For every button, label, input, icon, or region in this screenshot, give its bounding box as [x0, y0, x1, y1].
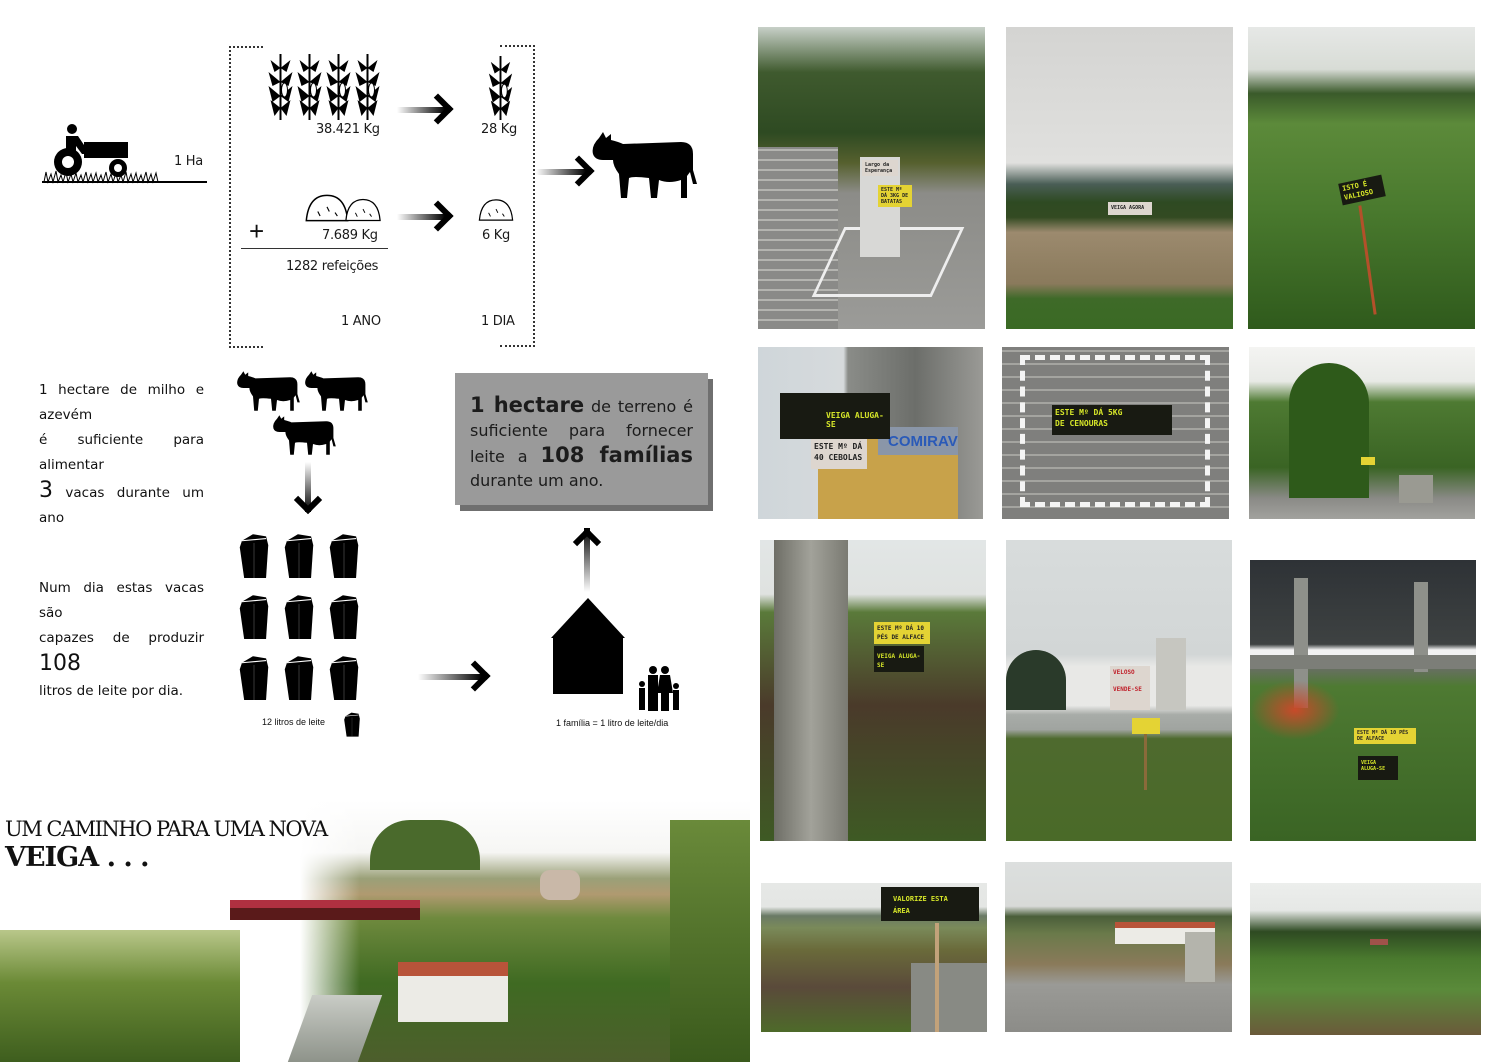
arrow-down-icon	[293, 462, 323, 515]
corn-year-icon	[268, 54, 380, 120]
photo-sidewalk-sign: Largo da Esperança ESTE Mº DÁ 3KG DE BAT…	[758, 27, 985, 329]
milk-text-line3: litros de leite por dia.	[39, 683, 184, 699]
photo-machine-veiga-aluga-se: COMIRAV VEIGA ALUGA-SE ESTE Mº DÁ 40 CEB…	[758, 347, 983, 519]
corn-day-value: 28 Kg	[481, 122, 517, 137]
photo-meadow-valioso: ISTO É VALIOSO	[1248, 27, 1475, 329]
milk-text-line2: capazes de produzir 108	[39, 626, 204, 679]
milk-carton-icon	[326, 654, 362, 700]
photo-pavement-cenouras: ESTE Mº DÁ 5KG DE CENOURAS	[1002, 347, 1229, 519]
milk-carton-icon	[326, 532, 362, 578]
callout-text-1: de terreno é suficiente para fornecer le…	[470, 397, 693, 466]
callout-text-2: durante um ano.	[470, 471, 604, 490]
photo-overgrown-ruin	[1249, 347, 1475, 519]
milk-text-line2-start: capazes de produzir	[39, 630, 204, 646]
three-cows-icon	[235, 370, 375, 456]
area-label: 1 Ha	[174, 154, 203, 169]
photo-overgrown-field	[1250, 883, 1481, 1035]
milk-text-line1: Num dia estas vacas são	[39, 580, 204, 621]
milk-carton-icon	[281, 532, 317, 578]
cow-icon	[589, 130, 699, 205]
title-line1: UM CAMINHO PARA UMA NOVA	[5, 817, 328, 841]
day-bracket	[500, 45, 535, 347]
arrow-right-icon	[397, 214, 445, 220]
year-bracket	[229, 46, 263, 348]
sign-valorize-esta-area: VALORIZE ESTA ÁREA	[881, 887, 979, 921]
sign-alface: ESTE Mº DÁ 10 PÉS DE ALFACE	[874, 622, 930, 644]
sign-veloso-text: VELOSO	[1113, 669, 1135, 676]
milk-cartons-grid	[236, 532, 368, 700]
callout-bold-families: 108 famílias	[540, 443, 693, 467]
cows-text-line2: é suficiente para alimentar	[39, 432, 204, 473]
family-icon	[636, 664, 682, 717]
milk-carton-icon	[326, 593, 362, 639]
corn-year-value: 38.421 Kg	[316, 122, 380, 137]
family-legend: 1 família = 1 litro de leite/dia	[556, 718, 669, 728]
hay-year-value: 7.689 Kg	[322, 228, 378, 243]
house-icon	[551, 598, 625, 694]
veiga-panorama-photo	[0, 800, 750, 1062]
sign-veiga-aluga-se-3: VEIGA ALUGA-SE	[1358, 756, 1398, 780]
milk-carton-icon	[236, 654, 272, 700]
milk-number: 108	[39, 651, 81, 676]
wall-lettering: COMIRAV	[888, 433, 958, 450]
sign-veiga-agora: VEIGA AGORA	[1108, 202, 1152, 215]
hay-day-icon	[476, 198, 516, 227]
cows-text-line3: 3 vacas durante um ano	[39, 478, 204, 531]
sign-largo: Largo da Esperança	[862, 160, 898, 176]
sign-veiga-aluga-se: VEIGA ALUGA-SE	[780, 393, 890, 439]
sign-alface-2: ESTE Mº DÁ 10 PÉS DE ALFACE	[1354, 728, 1416, 744]
cows-text-line3-rest: vacas durante um ano	[39, 485, 204, 526]
milk-carton-icon	[236, 593, 272, 639]
sign-vende-se-text: VENDE-SE	[1113, 686, 1142, 693]
arrow-up-icon	[572, 527, 602, 592]
title-line2: VEIGA . . .	[5, 842, 150, 873]
sign-veiga-aluga-se-2: VEIGA ALUGA-SE	[874, 646, 924, 672]
photo-field-valorize: VALORIZE ESTA ÁREA	[761, 883, 987, 1032]
period-year: 1 ANO	[341, 314, 381, 329]
sign-veloso: VELOSO VENDE-SE	[1110, 666, 1150, 710]
carton-legend: 12 litros de leite	[262, 717, 326, 727]
sign-isto-e-valioso: ISTO É VALIOSO	[1338, 174, 1386, 206]
tractor-icon	[42, 120, 207, 184]
photo-field-veiga-agora: VEIGA AGORA	[1006, 27, 1233, 329]
arrow-right-icon	[536, 169, 586, 175]
photo-house-vende-se: VELOSO VENDE-SE	[1006, 540, 1232, 841]
arrow-right-icon	[418, 674, 482, 680]
period-day: 1 DIA	[481, 314, 515, 329]
plus-sign: +	[249, 216, 265, 246]
sign-cebolas: ESTE Mº DÁ 40 CEBOLAS	[811, 439, 867, 469]
arrow-right-icon	[397, 107, 445, 113]
hay-day-value: 6 Kg	[482, 228, 510, 243]
cows-text: 1 hectare de milho e azevém é suficiente…	[39, 378, 204, 531]
cows-number: 3	[39, 478, 53, 503]
milk-carton-icon	[236, 532, 272, 578]
photo-shed-alface: ESTE Mº DÁ 10 PÉS DE ALFACE VEIGA ALUGA-…	[1250, 560, 1476, 841]
photo-vacant-lot	[1005, 862, 1232, 1032]
milk-carton-legend-icon	[343, 711, 361, 742]
hay-year-icon	[304, 193, 382, 228]
meals-value: 1282 refeições	[286, 259, 379, 274]
sum-line	[241, 248, 388, 249]
milk-carton-icon	[281, 654, 317, 700]
callout-bold-hectare: 1 hectare	[470, 393, 585, 417]
sign-batatas: ESTE Mº DÁ 3KG DE BATATAS	[878, 185, 912, 207]
milk-text: Num dia estas vacas são capazes de produ…	[39, 576, 204, 704]
milk-carton-icon	[281, 593, 317, 639]
corn-day-icon	[488, 56, 513, 125]
photo-stone-alface: ESTE Mº DÁ 10 PÉS DE ALFACE VEIGA ALUGA-…	[760, 540, 986, 841]
sign-cenouras: ESTE Mº DÁ 5KG DE CENOURAS	[1052, 405, 1172, 435]
cows-text-line1: 1 hectare de milho e azevém	[39, 382, 204, 423]
summary-callout: 1 hectare de terreno é suficiente para f…	[455, 373, 708, 505]
